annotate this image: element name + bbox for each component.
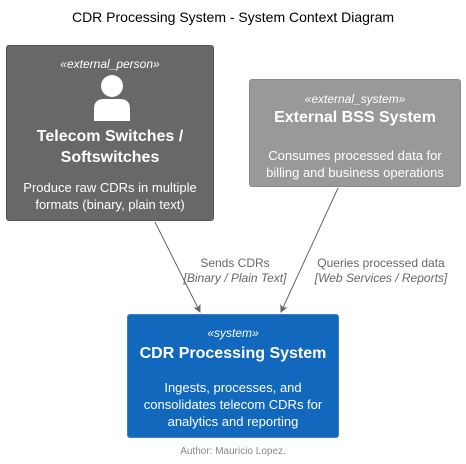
node-description: Produce raw CDRs in multiple formats (bi… (23, 180, 197, 212)
node-stereotype: «external_person» (60, 57, 160, 71)
person-icon (94, 75, 130, 121)
node-stereotype: «system» (207, 326, 259, 340)
external-bss-node: «external_system» External BSS System Co… (249, 79, 461, 187)
node-name: External BSS System (274, 109, 436, 126)
cdr-processing-system-node: «system» CDR Processing System Ingests, … (127, 314, 339, 438)
telecom-switches-node: «external_person» Telecom Switches / Sof… (6, 45, 214, 221)
edge-technology: [Binary / Plain Text] (183, 271, 287, 285)
edge-technology: [Web Services / Reports] (314, 271, 448, 285)
node-name: CDR Processing System (139, 345, 327, 362)
node-description: Ingests, processes, and consolidates tel… (143, 380, 323, 429)
node-description: Consumes processed data for billing and … (266, 148, 444, 180)
node-stereotype: «external_system» (304, 92, 406, 106)
sends-cdrs-label: Sends CDRs [Binary / Plain Text] (175, 256, 295, 286)
queries-arrow (280, 187, 339, 313)
sends-cdrs-arrow (154, 221, 201, 313)
queries-label: Queries processed data [Web Services / R… (306, 256, 456, 286)
node-name: Telecom Switches / Softswitches (36, 128, 184, 166)
author-note: Author: Mauricio Lopez. (180, 446, 286, 457)
diagram-title: CDR Processing System - System Context D… (71, 9, 395, 25)
